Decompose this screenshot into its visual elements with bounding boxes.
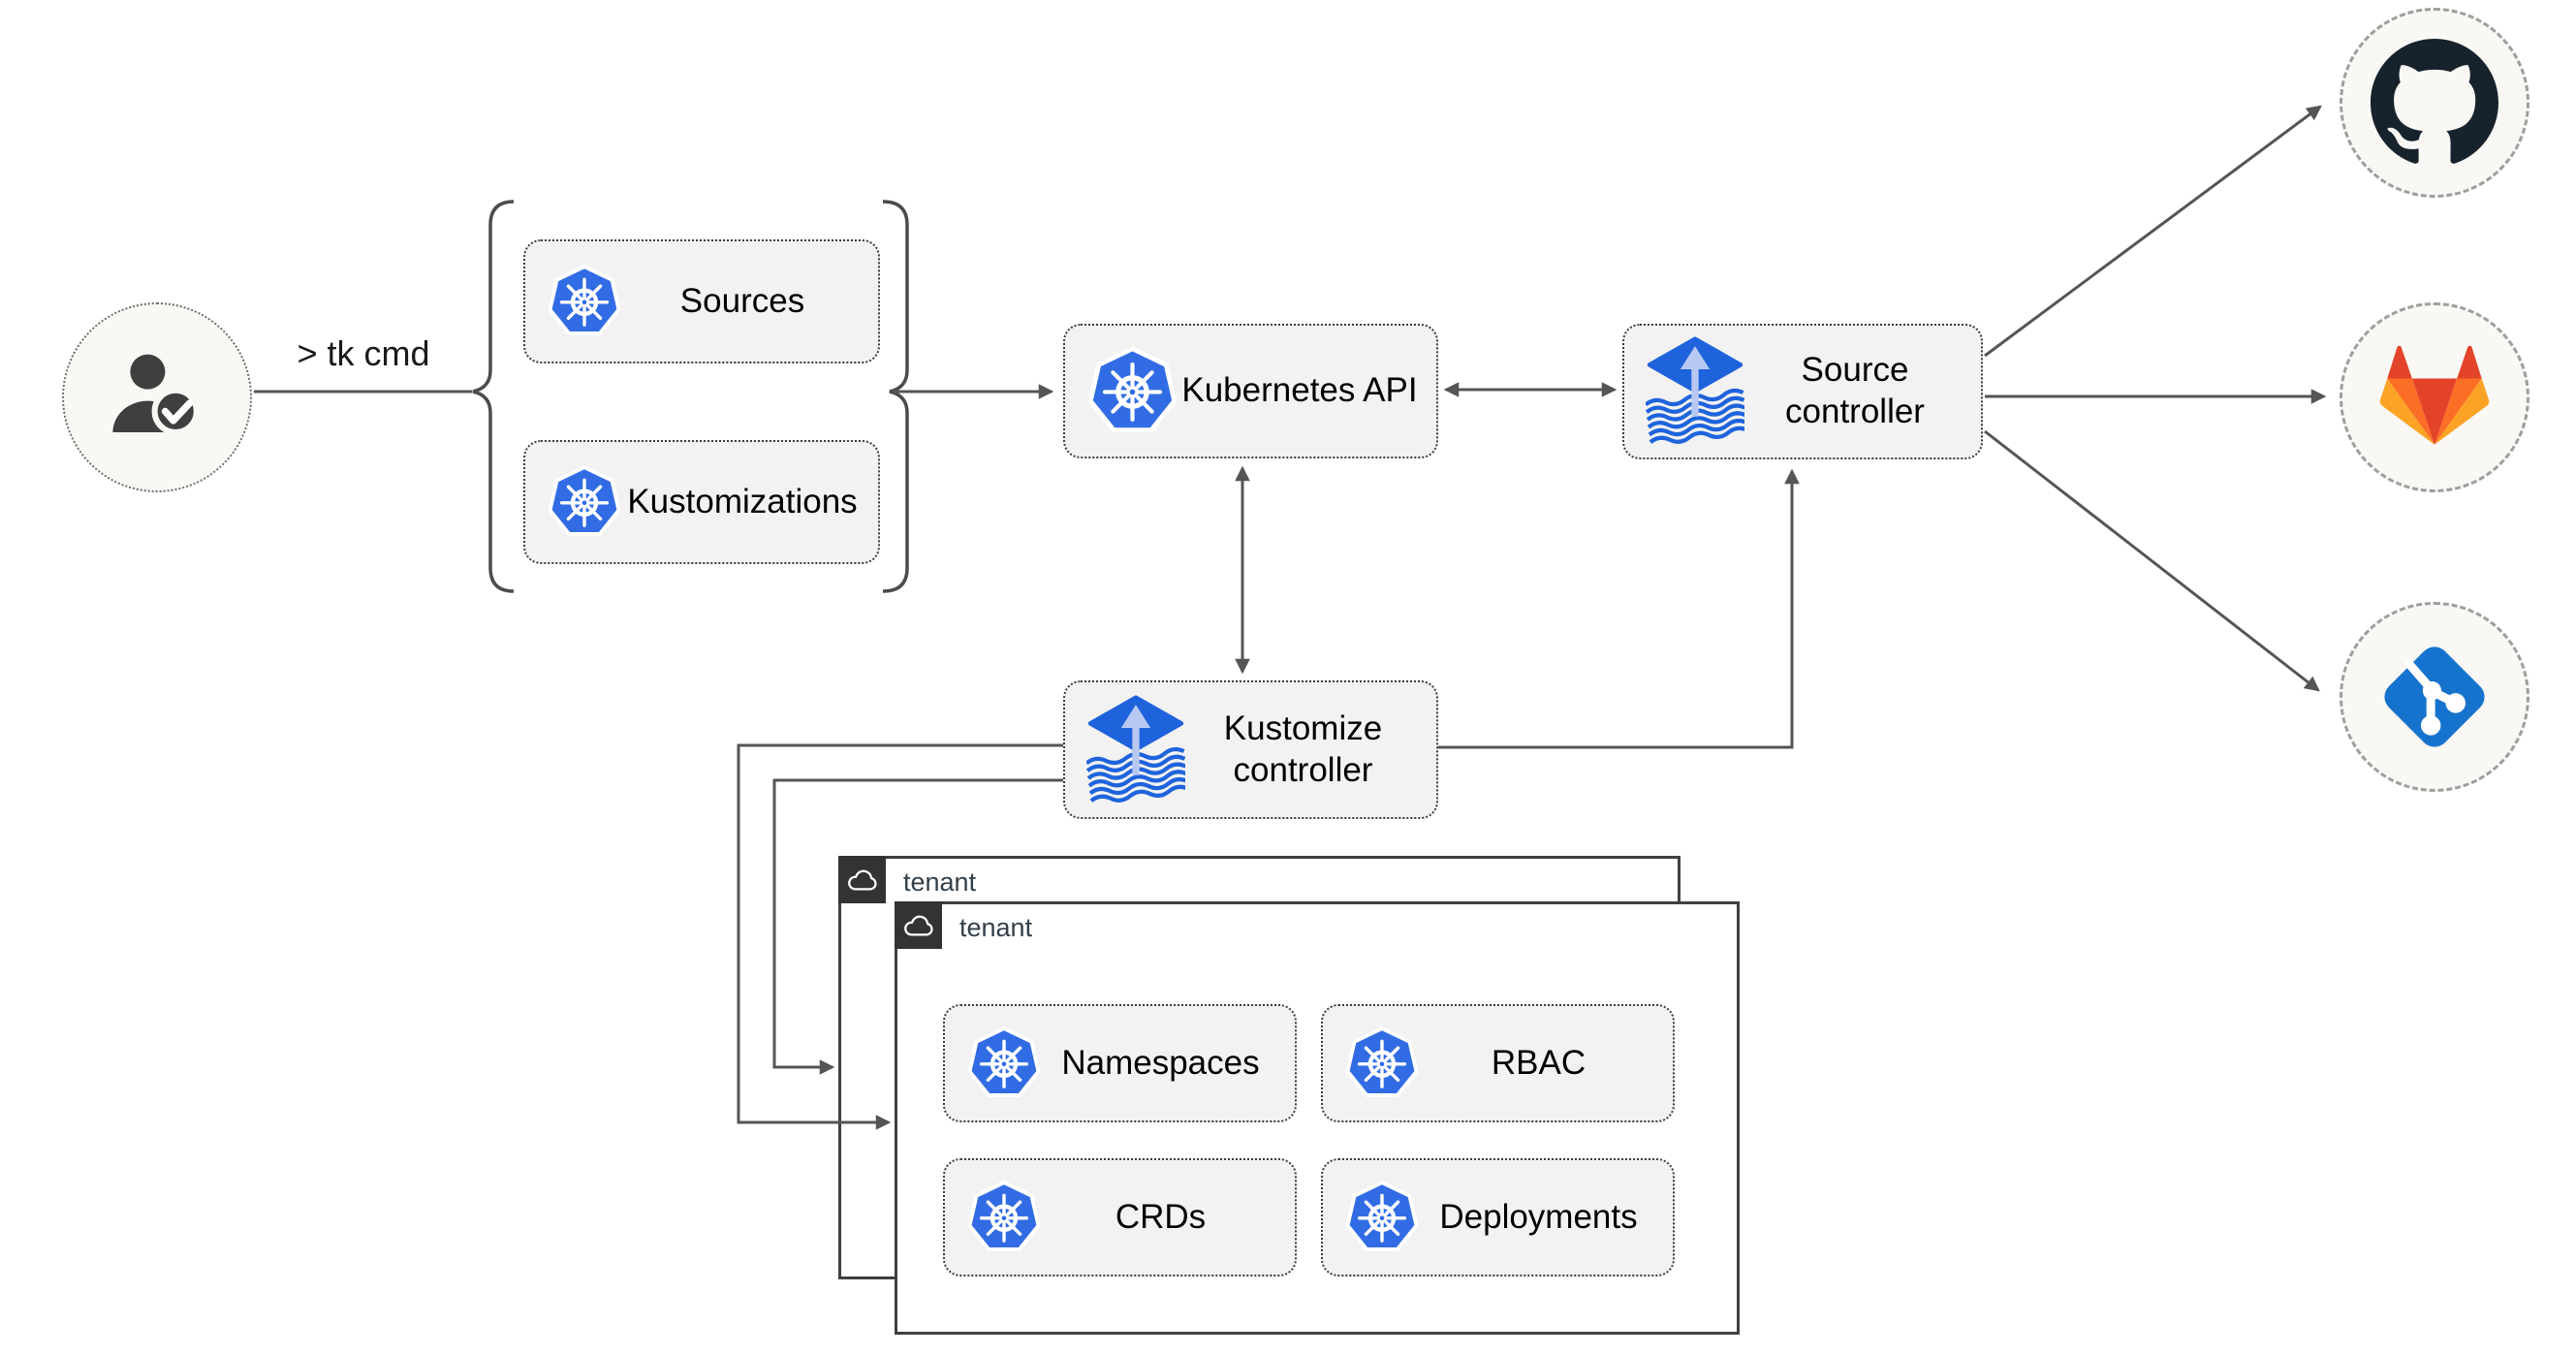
node-label: Source controller: [1785, 351, 1925, 430]
git-icon: [2372, 635, 2497, 759]
node-label: Sources: [679, 281, 805, 320]
cloud-icon: [846, 864, 879, 897]
tenant-label: tenant: [903, 867, 977, 897]
gitlab-icon: [2375, 343, 2494, 452]
node-label: Kustomize controller: [1223, 709, 1383, 789]
flux-icon: [1086, 695, 1185, 805]
kubernetes-icon: [1344, 1180, 1420, 1255]
left-bracket: [472, 200, 515, 593]
node-rbac: RBAC: [1321, 1004, 1675, 1122]
tenant-box-front: tenant Namespaces RBAC CRDs Deployments: [895, 901, 1740, 1335]
node-crds: CRDs: [943, 1158, 1297, 1276]
tenant-tab: [838, 856, 886, 903]
tenant-label: tenant: [959, 913, 1033, 942]
repo-circle-gitlab: [2340, 302, 2529, 492]
github-icon: [2371, 39, 2498, 167]
kubernetes-icon: [1344, 1025, 1420, 1101]
node-kustomizations: Kustomizations: [523, 440, 880, 564]
node-label: CRDs: [1115, 1197, 1207, 1236]
node-source-controller: Source controller: [1622, 324, 1983, 459]
arrow-source-to-github: [1984, 105, 2322, 358]
node-namespaces: Namespaces: [943, 1004, 1297, 1122]
repo-circle-github: [2340, 8, 2529, 198]
node-sources: Sources: [523, 239, 880, 363]
cloud-icon: [902, 909, 935, 942]
arrow-source-to-git: [1984, 429, 2320, 692]
node-label: Deployments: [1439, 1197, 1638, 1236]
cli-command-label: > tk cmd: [297, 333, 430, 373]
tenant-tab: [895, 901, 942, 949]
node-kubernetes-api: Kubernetes API: [1063, 324, 1438, 458]
flux-icon: [1646, 336, 1744, 447]
arrow-kustomize-to-source: [1438, 468, 1800, 749]
kubernetes-icon: [966, 1180, 1042, 1255]
kubernetes-icon: [966, 1025, 1042, 1101]
node-label: Kubernetes API: [1181, 371, 1418, 410]
node-deployments: Deployments: [1321, 1158, 1675, 1276]
right-bracket: [882, 200, 909, 593]
user-check-icon: [99, 339, 215, 456]
node-label: RBAC: [1491, 1043, 1586, 1082]
user-avatar: [62, 302, 252, 492]
node-label: Namespaces: [1061, 1043, 1260, 1082]
kubernetes-icon: [1086, 345, 1178, 437]
kubernetes-icon: [547, 464, 622, 540]
kubernetes-icon: [547, 264, 622, 339]
repo-circle-git: [2340, 602, 2529, 792]
node-label: Kustomizations: [627, 482, 858, 520]
node-kustomize-controller: Kustomize controller: [1063, 680, 1438, 819]
